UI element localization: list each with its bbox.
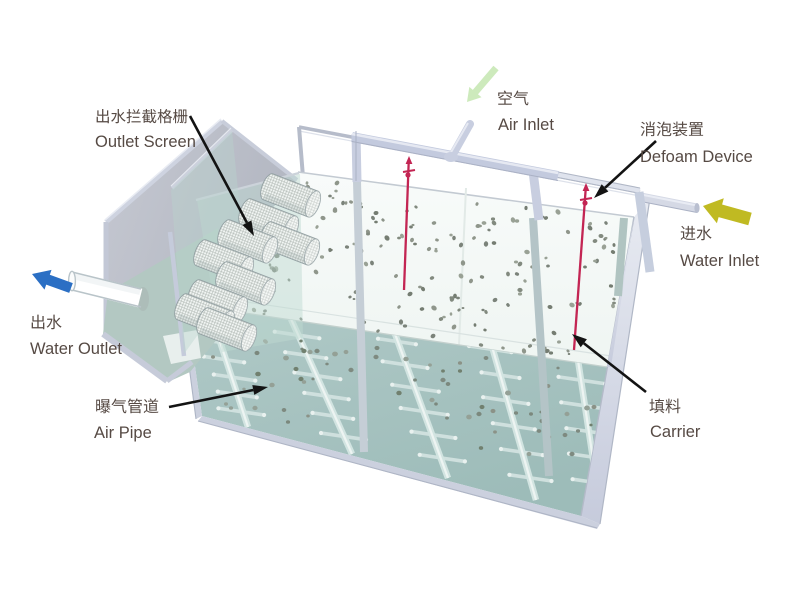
svg-text:Defoam Device: Defoam Device [640,148,753,166]
svg-text:Outlet Screen: Outlet Screen [95,133,196,151]
svg-text:Carrier: Carrier [650,423,701,441]
svg-text:Air Inlet: Air Inlet [498,116,554,134]
svg-text:Water Outlet: Water Outlet [30,340,122,358]
svg-text:Air Pipe: Air Pipe [94,424,152,442]
svg-text:Water Inlet: Water Inlet [680,252,760,270]
